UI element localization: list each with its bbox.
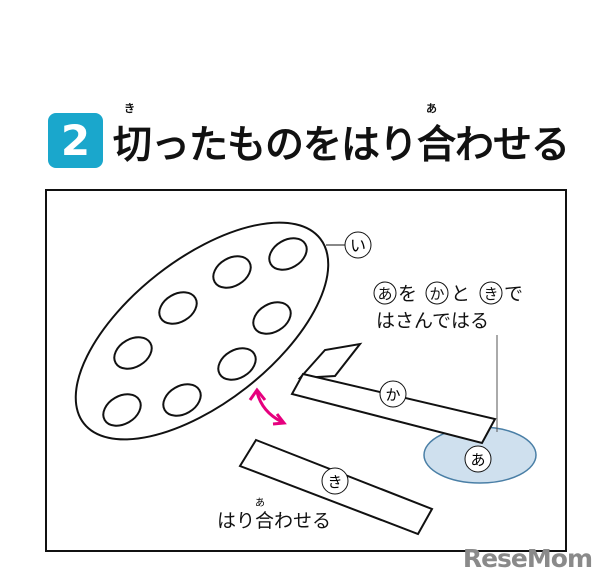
svg-text:と: と xyxy=(451,283,470,305)
page-title: 切ったものをはり合わせる xyxy=(113,123,570,168)
label-ki: き xyxy=(327,473,342,491)
strip-か xyxy=(290,342,497,445)
svg-text:を: を xyxy=(398,283,417,305)
svg-text:で: で xyxy=(504,283,523,305)
label-ka: か xyxy=(385,386,400,404)
svg-text:はさんではる: はさんではる xyxy=(376,310,489,332)
title-ruby-a: あ xyxy=(426,102,437,115)
step-badge: 2 xyxy=(48,113,103,168)
strip-き: き xyxy=(238,438,434,536)
label-i: い xyxy=(350,236,366,255)
label-base: あ xyxy=(464,445,492,473)
resemom-logo: ReseMom xyxy=(462,544,593,573)
svg-text:あ: あ xyxy=(377,285,392,303)
caption: はり合わせる xyxy=(217,510,331,532)
caption-ruby: あ xyxy=(255,497,265,509)
title-ruby-ki: き xyxy=(124,102,135,115)
svg-text:あ: あ xyxy=(470,451,485,469)
instruction-text: あ を か と き で はさんではる xyxy=(373,281,523,332)
double-arrow xyxy=(248,387,287,426)
plate-い: い xyxy=(74,221,372,441)
svg-text:き: き xyxy=(483,285,498,303)
svg-text:か: か xyxy=(429,285,444,303)
